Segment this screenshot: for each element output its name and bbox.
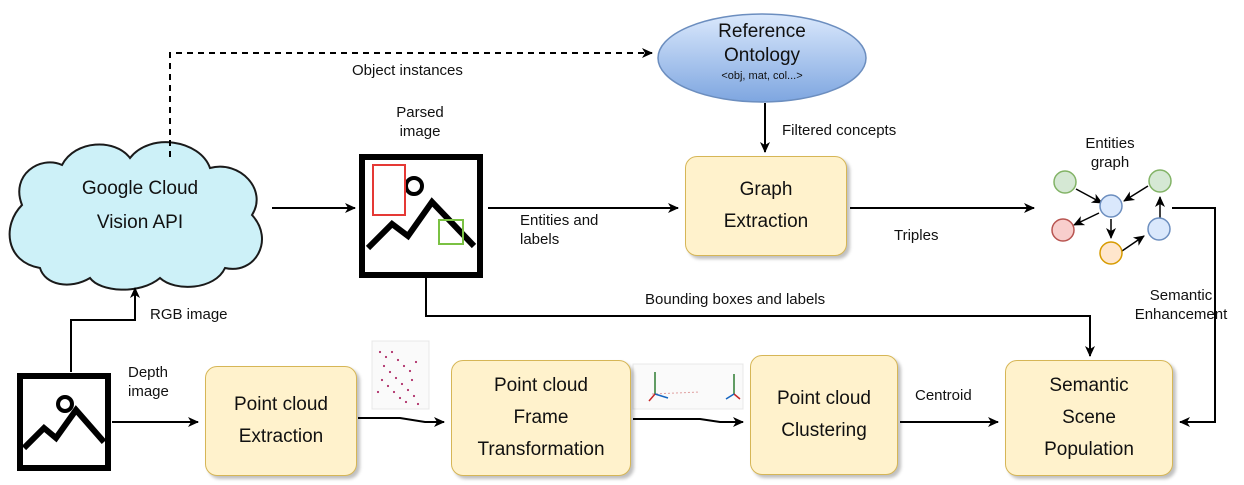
label-object-instances: Object instances (352, 62, 463, 79)
parsed-image-icon (359, 154, 483, 278)
label-rgb-image: RGB image (150, 306, 228, 323)
scene-population-line2: Scene (1062, 407, 1116, 428)
edge-rgb-image (70, 287, 140, 372)
parsed-image-line1: Parsed (396, 104, 444, 121)
pc-extraction-line1: Point cloud (233, 394, 328, 415)
entities-graph-line2: graph (1090, 154, 1130, 171)
label-depth-image-line1: Depth (128, 364, 169, 381)
pc-extraction-line2: Extraction (238, 426, 324, 447)
pc-extraction-box: Point cloud Extraction (205, 366, 357, 476)
entities-graph-line1: Entities (1085, 135, 1135, 152)
label-depth-image-line2: image (128, 383, 169, 400)
pc-transformation-line3: Transformation (477, 439, 605, 460)
ontology-title-line1: Reference (718, 21, 806, 42)
pc-transformation-box: Point cloud Frame Transformation (451, 360, 631, 476)
graph-extraction-line1: Graph (739, 179, 793, 200)
pc-clustering-box: Point cloud Clustering (750, 355, 898, 475)
ontology-ellipse (657, 13, 867, 103)
edge-bounding-boxes (425, 278, 1095, 357)
ontology-title-line2: Ontology (723, 45, 801, 66)
graph-extraction-box: Graph Extraction (685, 156, 847, 256)
scene-population-line3: Population (1044, 439, 1134, 460)
pc-transformation-line2: Frame (513, 407, 569, 428)
edge-extract-to-transform (358, 417, 445, 427)
label-semantic-enhancement-line2: Enhancement (1134, 306, 1228, 323)
edge-semantic-enhancement (1172, 207, 1216, 427)
depth-image-icon (17, 373, 111, 471)
ontology-label: Reference Ontology <obj, mat, col...> (668, 20, 856, 84)
pc-clustering-line1: Point cloud (776, 388, 871, 409)
label-depth-image: Depth image (128, 363, 169, 401)
scene-population-line1: Semantic (1049, 375, 1129, 396)
label-centroid: Centroid (915, 387, 972, 404)
point-cloud-thumbnail-2 (632, 363, 744, 410)
label-entities-labels: Entities and labels (520, 211, 640, 249)
label-entities-labels-line2: labels (520, 231, 560, 248)
parsed-image-label: Parsed image (370, 103, 470, 141)
label-filtered-concepts: Filtered concepts (782, 122, 897, 139)
label-semantic-enhancement-line1: Semantic (1149, 287, 1213, 304)
graph-extraction-line2: Extraction (723, 211, 809, 232)
edge-transform-to-cluster (633, 417, 744, 427)
pc-clustering-line2: Clustering (781, 420, 867, 441)
point-cloud-thumbnail-1 (371, 340, 430, 410)
edge-object-instances (169, 48, 653, 157)
pc-transformation-line1: Point cloud (493, 375, 588, 396)
cloud-api-label: Google Cloud Vision API (40, 172, 240, 240)
label-triples: Triples (894, 227, 939, 244)
label-semantic-enhancement: Semantic Enhancement (1118, 286, 1244, 324)
scene-population-box: Semantic Scene Population (1005, 360, 1173, 476)
entities-graph-icon (1051, 169, 1172, 265)
label-entities-labels-line1: Entities and (520, 212, 599, 229)
cloud-api-line1: Google Cloud (81, 178, 199, 199)
parsed-image-line2: image (399, 123, 441, 140)
entities-graph-label: Entities graph (1062, 134, 1158, 172)
cloud-api-line2: Vision API (96, 212, 184, 233)
ontology-subtitle: <obj, mat, col...> (721, 70, 803, 82)
label-bounding-boxes: Bounding boxes and labels (645, 291, 826, 308)
